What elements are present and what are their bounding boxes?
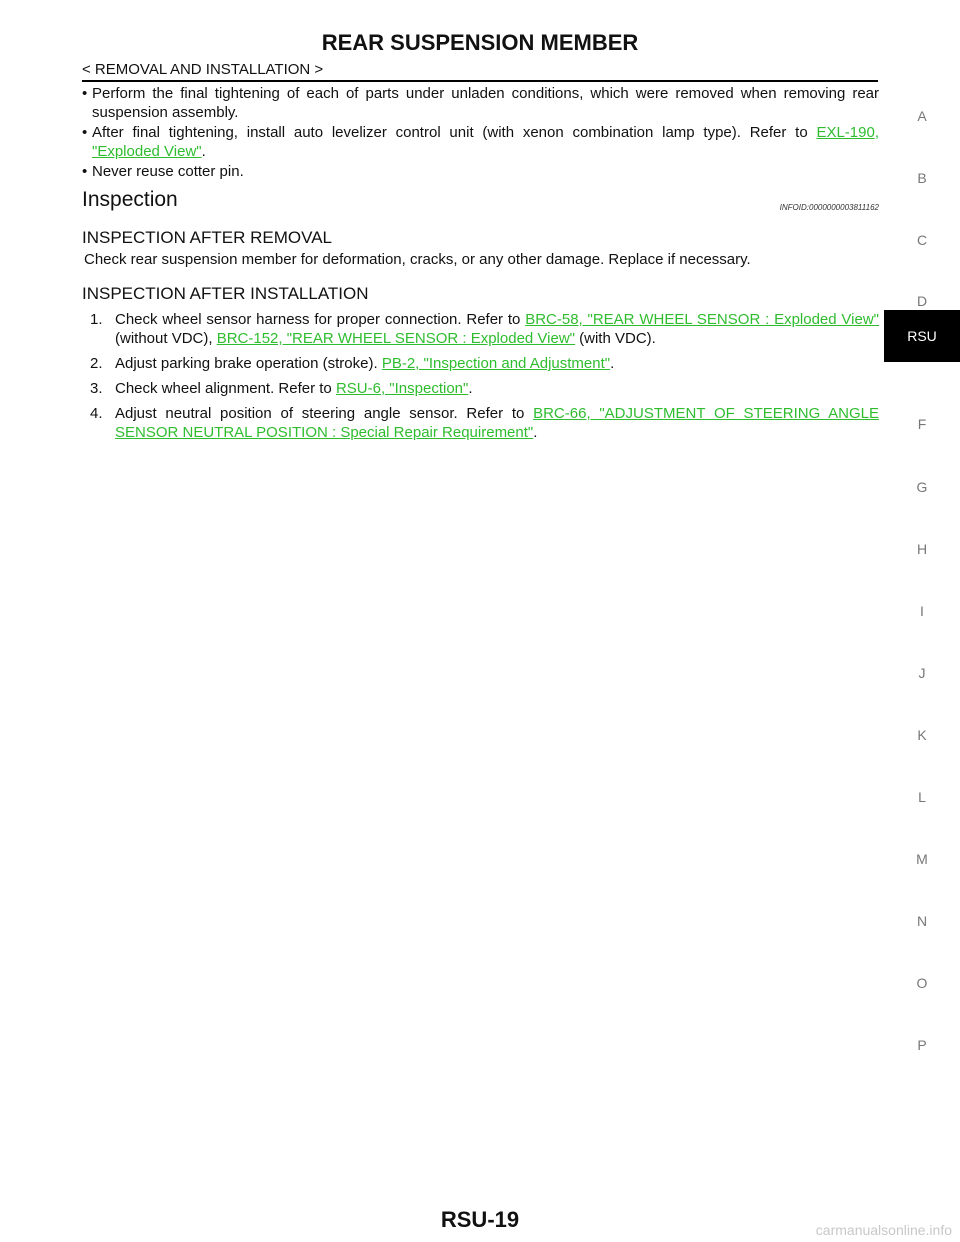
step-text: Adjust neutral position of steering angl… bbox=[115, 405, 534, 422]
ref-link-brc-58[interactable]: BRC-58, "REAR WHEEL SENSOR : Exploded Vi… bbox=[525, 311, 879, 328]
index-tab-g[interactable]: G bbox=[916, 479, 928, 495]
index-tab-j[interactable]: J bbox=[918, 665, 926, 681]
step-text: . bbox=[468, 380, 473, 397]
bullet-icon: • bbox=[82, 163, 88, 180]
section-inspection: Inspection INFOID:0000000003811162 bbox=[82, 187, 879, 213]
ref-link-brc-152[interactable]: BRC-152, "REAR WHEEL SENSOR : Exploded V… bbox=[216, 330, 575, 347]
info-id: INFOID:0000000003811162 bbox=[779, 203, 879, 212]
step-item: 1. Check wheel sensor harness for proper… bbox=[82, 310, 879, 348]
index-tab-o[interactable]: O bbox=[916, 975, 928, 991]
bullet-icon: • bbox=[82, 124, 88, 141]
step-text: Adjust parking brake operation (stroke). bbox=[115, 355, 382, 372]
ref-link-exl-190[interactable]: EXL-190, "Exploded View" bbox=[92, 124, 879, 160]
step-text: Check wheel alignment. Refer to bbox=[115, 380, 336, 397]
step-item: 2. Adjust parking brake operation (strok… bbox=[82, 354, 879, 373]
note-text: . bbox=[201, 143, 206, 160]
index-tab-b[interactable]: B bbox=[917, 170, 927, 186]
index-tab-c[interactable]: C bbox=[916, 232, 928, 248]
watermark: carmanualsonline.info bbox=[815, 1222, 952, 1238]
index-tab-k[interactable]: K bbox=[917, 727, 927, 743]
step-item: 3. Check wheel alignment. Refer to RSU-6… bbox=[82, 379, 879, 398]
subsection-title-after-removal: INSPECTION AFTER REMOVAL bbox=[82, 228, 333, 247]
note-item: • Perform the final tightening of each o… bbox=[82, 84, 879, 122]
index-tab-a[interactable]: A bbox=[917, 108, 927, 124]
index-tab-i[interactable]: I bbox=[920, 603, 924, 619]
index-tab-p[interactable]: P bbox=[917, 1037, 927, 1053]
step-number: 1. bbox=[90, 311, 103, 328]
step-number: 4. bbox=[90, 405, 103, 422]
step-number: 3. bbox=[90, 380, 103, 397]
notes-list: • Perform the final tightening of each o… bbox=[82, 84, 879, 181]
page-title: REAR SUSPENSION MEMBER bbox=[321, 30, 639, 55]
subsection-title-after-installation: INSPECTION AFTER INSTALLATION bbox=[82, 284, 369, 303]
note-item: • After final tightening, install auto l… bbox=[82, 123, 879, 161]
index-tab-h[interactable]: H bbox=[916, 541, 928, 557]
step-text: (with VDC). bbox=[574, 330, 656, 347]
step-text: . bbox=[533, 424, 538, 441]
note-item: • Never reuse cotter pin. bbox=[82, 162, 879, 181]
section-title: Inspection bbox=[82, 188, 178, 211]
note-text: After final tightening, install auto lev… bbox=[92, 124, 817, 141]
step-text: . bbox=[610, 355, 615, 372]
after-removal-text: Check rear suspension member for deforma… bbox=[84, 251, 751, 268]
installation-steps: 1. Check wheel sensor harness for proper… bbox=[82, 310, 879, 442]
index-tab-rsu[interactable]: RSU bbox=[884, 310, 960, 362]
note-text: Never reuse cotter pin. bbox=[92, 163, 244, 180]
index-tab-f[interactable]: F bbox=[917, 416, 927, 432]
ref-link-rsu-6[interactable]: RSU-6, "Inspection" bbox=[335, 380, 469, 397]
index-tab-n[interactable]: N bbox=[916, 913, 928, 929]
index-tab-m[interactable]: M bbox=[916, 851, 928, 867]
ref-link-pb-2[interactable]: PB-2, "Inspection and Adjustment" bbox=[381, 355, 611, 372]
page-number: RSU-19 bbox=[440, 1207, 520, 1232]
section-index-tabs: A B C D RSU F G H I J K L M N O P bbox=[884, 0, 960, 1242]
main-content: • Perform the final tightening of each o… bbox=[82, 84, 879, 448]
step-text: Check wheel sensor harness for proper co… bbox=[115, 311, 526, 328]
index-tab-d[interactable]: D bbox=[916, 293, 928, 309]
step-number: 2. bbox=[90, 355, 103, 372]
note-text: Perform the final tightening of each of … bbox=[92, 85, 879, 121]
bullet-icon: • bbox=[82, 85, 88, 102]
step-text: (without VDC), bbox=[115, 330, 217, 347]
index-tab-l[interactable]: L bbox=[918, 789, 926, 805]
step-item: 4. Adjust neutral position of steering a… bbox=[82, 404, 879, 442]
breadcrumb: < REMOVAL AND INSTALLATION > bbox=[82, 61, 324, 78]
header-rule bbox=[82, 80, 878, 82]
ref-link-brc-66[interactable]: BRC-66, "ADJUSTMENT OF STEERING ANGLE SE… bbox=[115, 405, 880, 441]
